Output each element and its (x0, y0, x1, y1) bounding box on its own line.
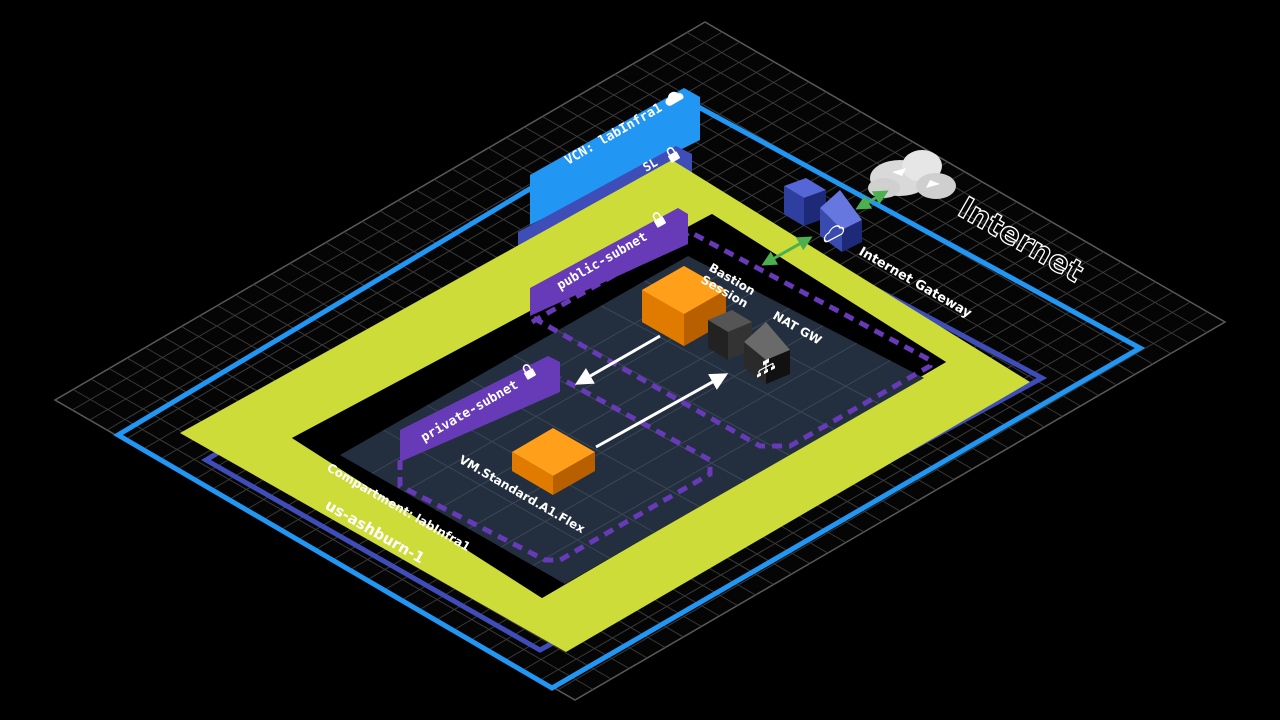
private-subnet-lock-icon (522, 364, 536, 380)
grid-line (72, 31, 723, 411)
grid-line (540, 301, 1191, 681)
private-subnet-tab (400, 356, 560, 462)
sl-label: SL (641, 155, 661, 174)
compartment-area (180, 160, 1030, 652)
vcn-boundary (113, 95, 1146, 691)
grid-line (89, 41, 740, 421)
vcn-cloud-icon (665, 91, 684, 106)
router-icon (757, 358, 775, 378)
vcn-tab (530, 88, 700, 225)
internet-gateway-block-1[interactable] (784, 178, 826, 226)
internet-cloud-icon (868, 150, 956, 199)
public-subnet-tab (530, 208, 688, 316)
grid-line (557, 311, 1208, 691)
grid-line (600, 305, 835, 430)
cloud-icon (823, 225, 845, 243)
bastion-to-private-arrow (574, 334, 661, 385)
public-subnet-lock-icon (652, 212, 666, 228)
public-subnet-boundary (528, 229, 933, 449)
vcn-to-igw-arrow (761, 236, 813, 266)
vm-instance-cube[interactable] (512, 428, 595, 495)
igw-to-internet-arrow (855, 190, 889, 210)
vm-to-nat-arrow (595, 373, 729, 449)
private-subnet-boundary (397, 375, 713, 563)
grid-line (532, 360, 891, 567)
sl-lock-icon (666, 147, 680, 163)
bastion-session-cube[interactable] (642, 266, 726, 346)
nat-gateway-block-1[interactable] (708, 310, 752, 360)
